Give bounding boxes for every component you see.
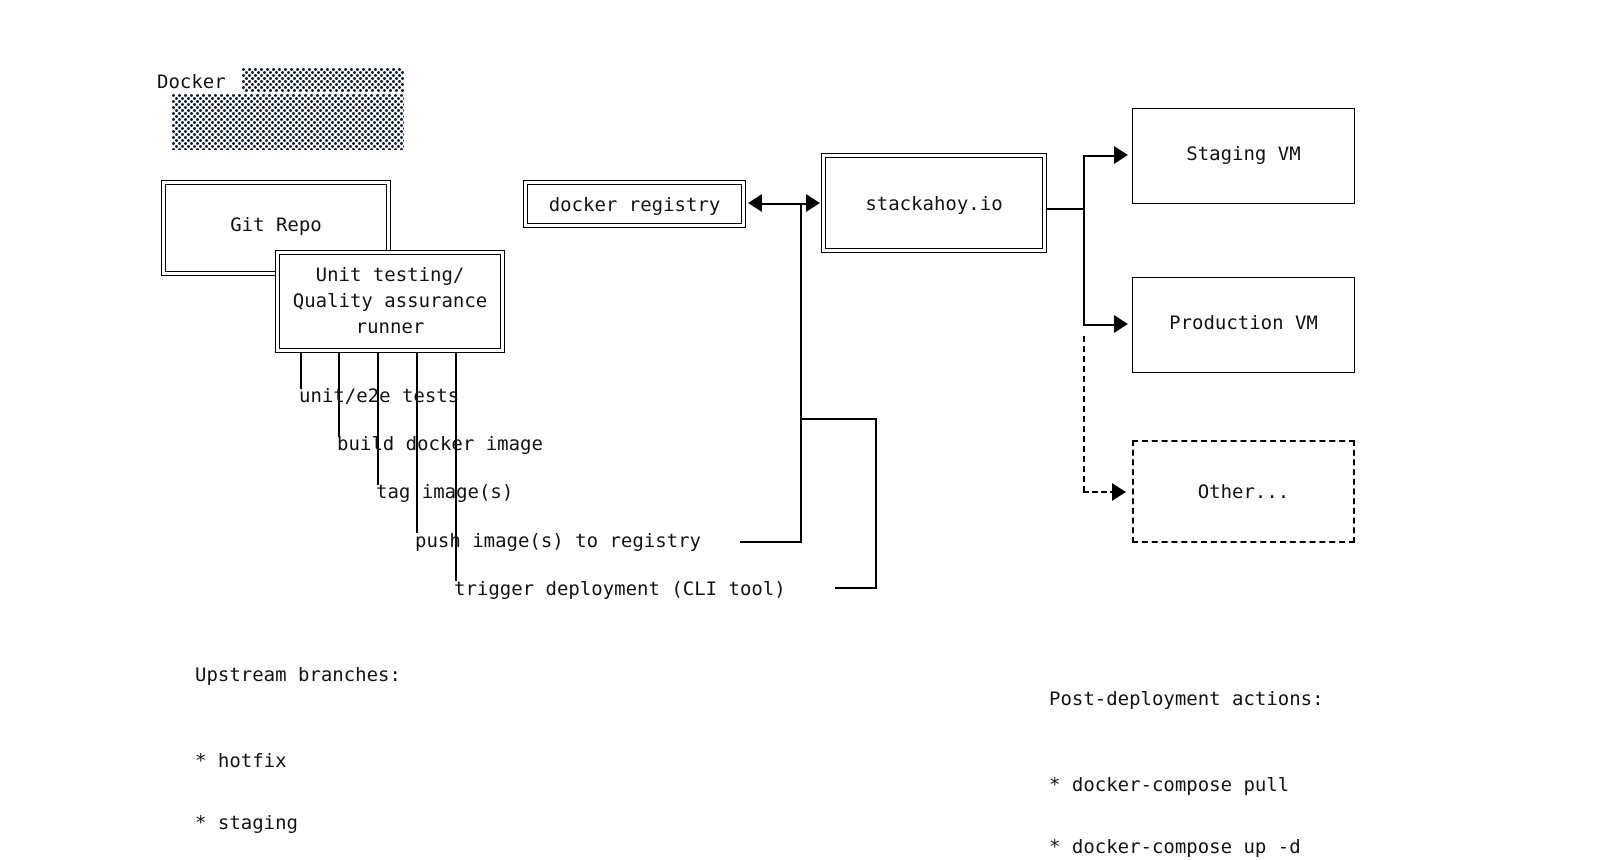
node-production-vm[interactable]: Production VM <box>1132 277 1355 373</box>
post-deployment-action-item: * docker-compose up -d <box>1049 836 1301 858</box>
pipeline-step-trigger-deployment: trigger deployment (CLI tool) <box>454 578 786 600</box>
node-stackahoy-label: stackahoy.io <box>865 193 1003 215</box>
staging-vm-connector <box>1083 155 1116 157</box>
node-staging-vm[interactable]: Staging VM <box>1132 108 1355 204</box>
post-deployment-actions-title: Post-deployment actions: <box>1049 688 1324 710</box>
node-qa-runner-label: Unit testing/ Quality assurance runner <box>292 264 488 338</box>
pipeline-step-tag-images: tag image(s) <box>376 481 514 503</box>
stackahoy-out-connector <box>1047 208 1084 210</box>
upstream-branch-item: * staging <box>195 812 298 834</box>
stackahoy-branch-spine <box>1083 155 1085 325</box>
node-docker-registry[interactable]: docker registry <box>523 180 746 228</box>
runner-drop-line-1 <box>300 353 302 389</box>
node-other-label: Other... <box>1197 481 1290 503</box>
arrow-left-to-registry-icon <box>748 194 762 212</box>
node-qa-runner[interactable]: Unit testing/ Quality assurance runner <box>275 250 505 353</box>
node-staging-vm-label: Staging VM <box>1186 143 1301 165</box>
trigger-deployment-connector <box>835 587 877 589</box>
node-stackahoy[interactable]: stackahoy.io <box>821 153 1047 253</box>
push-to-registry-riser <box>800 203 802 542</box>
other-connector-dashed <box>1083 491 1116 493</box>
upstream-branches-block: Upstream branches: * hotfix * staging * … <box>195 625 401 860</box>
pipeline-step-push-images-to-registry: push image(s) to registry <box>415 530 701 552</box>
runner-drop-line-5 <box>455 353 457 581</box>
node-production-vm-label: Production VM <box>1169 312 1318 334</box>
upstream-branches-title: Upstream branches: <box>195 664 401 686</box>
arrow-to-other-icon <box>1112 483 1126 501</box>
registry-stackahoy-connector <box>760 203 808 205</box>
arrow-to-staging-vm-icon <box>1114 146 1128 164</box>
pipeline-step-unit-e2e-tests: unit/e2e tests <box>299 385 460 407</box>
node-docker-registry-label: docker registry <box>548 194 721 216</box>
pipeline-step-build-docker-image: build docker image <box>337 433 543 455</box>
trigger-deployment-riser <box>875 418 877 588</box>
runner-drop-line-2 <box>338 353 340 437</box>
trigger-deployment-top-connector <box>800 418 877 420</box>
post-deployment-actions-block: Post-deployment actions: * docker-compos… <box>1049 649 1324 860</box>
docker-title-label: Docker <box>157 71 226 93</box>
arrow-to-production-vm-icon <box>1114 315 1128 333</box>
push-to-registry-connector <box>740 541 802 543</box>
arrow-right-to-stackahoy-icon <box>806 194 820 212</box>
other-branch-dashed-spine <box>1083 336 1085 492</box>
node-git-repo-label: Git Repo <box>230 214 322 236</box>
docker-stipple-texture-row2 <box>172 94 404 150</box>
node-other[interactable]: Other... <box>1132 440 1355 543</box>
runner-drop-line-3 <box>377 353 379 485</box>
production-vm-connector <box>1083 324 1116 326</box>
runner-drop-line-4 <box>416 353 418 533</box>
docker-stipple-texture-row1 <box>242 68 404 92</box>
post-deployment-action-item: * docker-compose pull <box>1049 774 1290 796</box>
upstream-branch-item: * hotfix <box>195 750 287 772</box>
